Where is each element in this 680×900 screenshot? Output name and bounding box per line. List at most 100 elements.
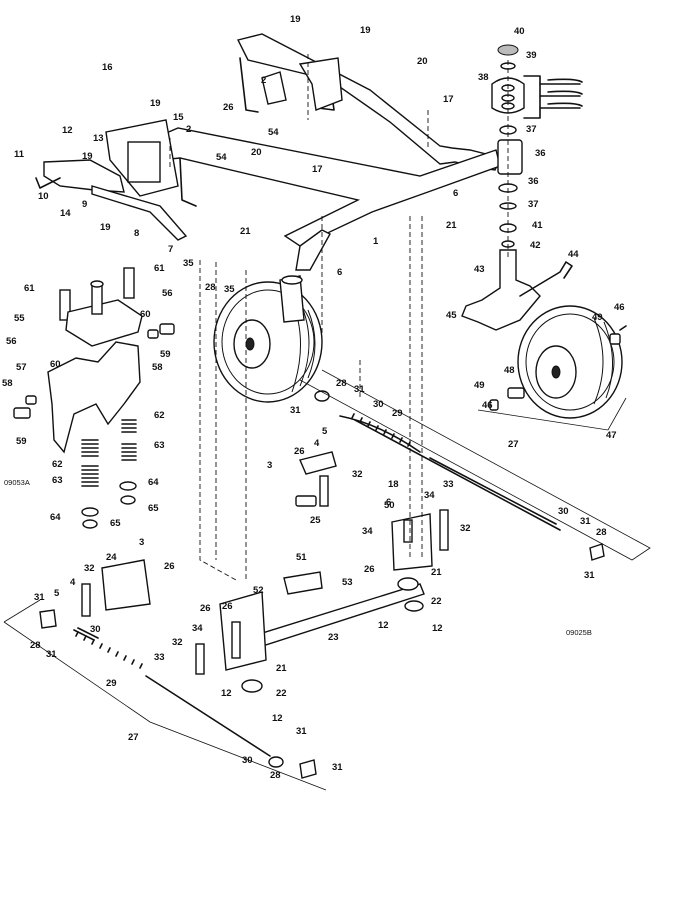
callout-23: 23 — [328, 632, 339, 643]
callout-21: 21 — [240, 226, 251, 237]
callout-64: 64 — [50, 512, 61, 523]
callout-1: 1 — [373, 236, 379, 247]
spring-bracket-assembly — [13, 267, 175, 529]
callout-12: 12 — [221, 688, 232, 699]
callout-36: 36 — [535, 148, 546, 159]
callout-58: 58 — [152, 362, 163, 373]
callout-49: 49 — [474, 380, 485, 391]
front-wheel-upper — [213, 275, 323, 403]
callout-59: 59 — [160, 349, 171, 360]
callout-63: 63 — [154, 440, 165, 451]
callout-57: 57 — [16, 362, 27, 373]
callout-47: 47 — [606, 430, 617, 441]
subassembly-outlines — [3, 369, 651, 791]
callout-33: 33 — [443, 479, 454, 490]
callout-42: 42 — [530, 240, 541, 251]
callout-26: 26 — [222, 601, 233, 612]
callout-4: 4 — [70, 577, 76, 588]
callout-59: 59 — [16, 436, 27, 447]
callout-32: 32 — [352, 469, 363, 480]
steering-linkage-upper — [295, 390, 605, 571]
callout-5: 5 — [54, 588, 60, 599]
callout-62: 62 — [154, 410, 165, 421]
callout-64: 64 — [148, 477, 159, 488]
callout-20: 20 — [417, 56, 428, 67]
callout-30: 30 — [242, 755, 253, 766]
lower-axle — [39, 559, 425, 779]
callout-34: 34 — [192, 623, 203, 634]
callout-37: 37 — [526, 124, 537, 135]
callout-30: 30 — [373, 399, 384, 410]
callout-20: 20 — [251, 147, 262, 158]
callout-40: 40 — [514, 26, 525, 37]
callout-31: 31 — [296, 726, 307, 737]
callout-31: 31 — [290, 405, 301, 416]
callout-12: 12 — [432, 623, 443, 634]
figure-code-left: 09053A — [4, 478, 30, 487]
main-frame — [35, 33, 523, 271]
callout-30: 30 — [558, 506, 569, 517]
callout-62: 62 — [52, 459, 63, 470]
dashed-guides — [169, 54, 509, 581]
figure-code-right: 09025B — [566, 628, 592, 637]
callout-45: 45 — [446, 310, 457, 321]
callout-2: 2 — [261, 75, 266, 86]
callout-55: 55 — [14, 313, 25, 324]
callout-56: 56 — [6, 336, 17, 347]
callout-21: 21 — [446, 220, 457, 231]
callout-18: 18 — [388, 479, 399, 490]
callout-61: 61 — [24, 283, 35, 294]
callout-34: 34 — [362, 526, 373, 537]
callout-65: 65 — [148, 503, 159, 514]
callout-43: 43 — [474, 264, 485, 275]
callout-31: 31 — [34, 592, 45, 603]
callout-26: 26 — [200, 603, 211, 614]
callout-31: 31 — [354, 384, 365, 395]
callout-5: 5 — [322, 426, 328, 437]
callout-19: 19 — [100, 222, 111, 233]
callout-27: 27 — [128, 732, 139, 743]
callout-31: 31 — [580, 516, 591, 527]
callout-22: 22 — [276, 688, 287, 699]
callout-36: 36 — [528, 176, 539, 187]
callout-22: 22 — [431, 596, 442, 607]
callout-15: 15 — [173, 112, 184, 123]
caster-assembly — [461, 44, 627, 419]
callout-31: 31 — [46, 649, 57, 660]
callout-39: 39 — [526, 50, 537, 61]
callout-58: 58 — [2, 378, 13, 389]
callout-19: 19 — [150, 98, 161, 109]
callout-44: 44 — [568, 249, 579, 260]
callout-29: 29 — [106, 678, 117, 689]
callout-25: 25 — [310, 515, 321, 526]
callout-8: 8 — [134, 228, 139, 239]
callout-61: 61 — [154, 263, 165, 274]
springs-62-63 — [81, 419, 137, 487]
callout-26: 26 — [294, 446, 305, 457]
callout-7: 7 — [168, 244, 173, 255]
callout-10: 10 — [38, 191, 49, 202]
callout-48: 48 — [504, 365, 515, 376]
callout-28: 28 — [270, 770, 281, 781]
callout-3: 3 — [139, 537, 144, 548]
callout-37: 37 — [528, 199, 539, 210]
callout-56: 56 — [162, 288, 173, 299]
callout-32: 32 — [172, 637, 183, 648]
callout-53: 53 — [342, 577, 353, 588]
callout-26: 26 — [364, 564, 375, 575]
callout-11: 11 — [14, 149, 25, 160]
callout-35: 35 — [183, 258, 194, 269]
callout-38: 38 — [478, 72, 489, 83]
callout-52: 52 — [253, 585, 264, 596]
callout-12: 12 — [62, 125, 73, 136]
callout-30: 30 — [90, 624, 101, 635]
callout-26: 26 — [164, 561, 175, 572]
callout-17: 17 — [443, 94, 454, 105]
callout-32: 32 — [460, 523, 471, 534]
callout-32: 32 — [84, 563, 95, 574]
callout-numbers: 1919191919161522265454202017171213111091… — [2, 14, 625, 781]
callout-14: 14 — [60, 208, 71, 219]
callout-6: 6 — [453, 188, 458, 199]
callout-50: 50 — [384, 500, 395, 511]
callout-41: 41 — [532, 220, 543, 231]
